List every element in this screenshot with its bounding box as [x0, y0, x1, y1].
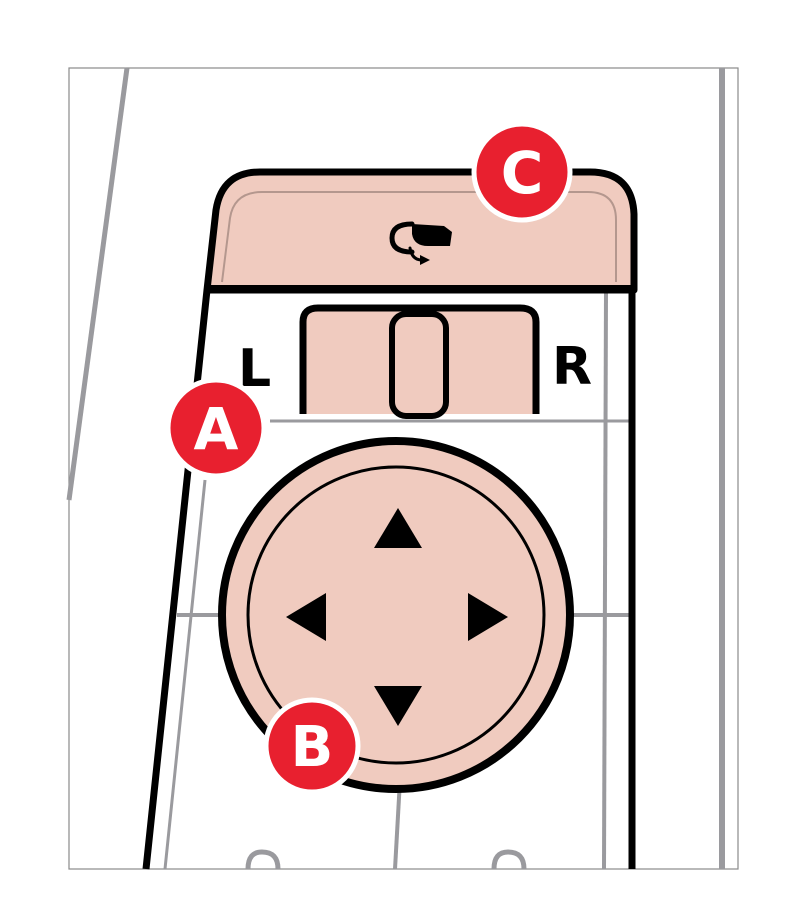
callout-b-label: B: [291, 715, 334, 780]
arrow-down-icon[interactable]: [374, 686, 422, 726]
selector-knob[interactable]: [389, 311, 449, 419]
callout-c: C: [471, 121, 573, 223]
callout-b-badge: [263, 697, 361, 795]
callout-a-label: A: [194, 395, 239, 463]
callout-b: B: [263, 697, 361, 795]
arrow-left-icon[interactable]: [286, 593, 326, 641]
mirror-fold-button[interactable]: [203, 168, 638, 294]
dpad-inner-ring: [246, 465, 546, 765]
callout-a: A: [165, 377, 267, 479]
right-label: R: [552, 337, 592, 397]
lr-selector-switch[interactable]: L R: [238, 304, 592, 419]
arrow-up-icon[interactable]: [374, 508, 422, 548]
callout-c-badge: [471, 121, 573, 223]
callout-c-label: C: [501, 139, 544, 207]
arrow-right-icon[interactable]: [468, 593, 508, 641]
mirror-fold-icon: [389, 221, 452, 265]
callout-a-badge: [165, 377, 267, 479]
background-guides: [66, 67, 725, 870]
fold-button-inner-line: [221, 191, 617, 283]
